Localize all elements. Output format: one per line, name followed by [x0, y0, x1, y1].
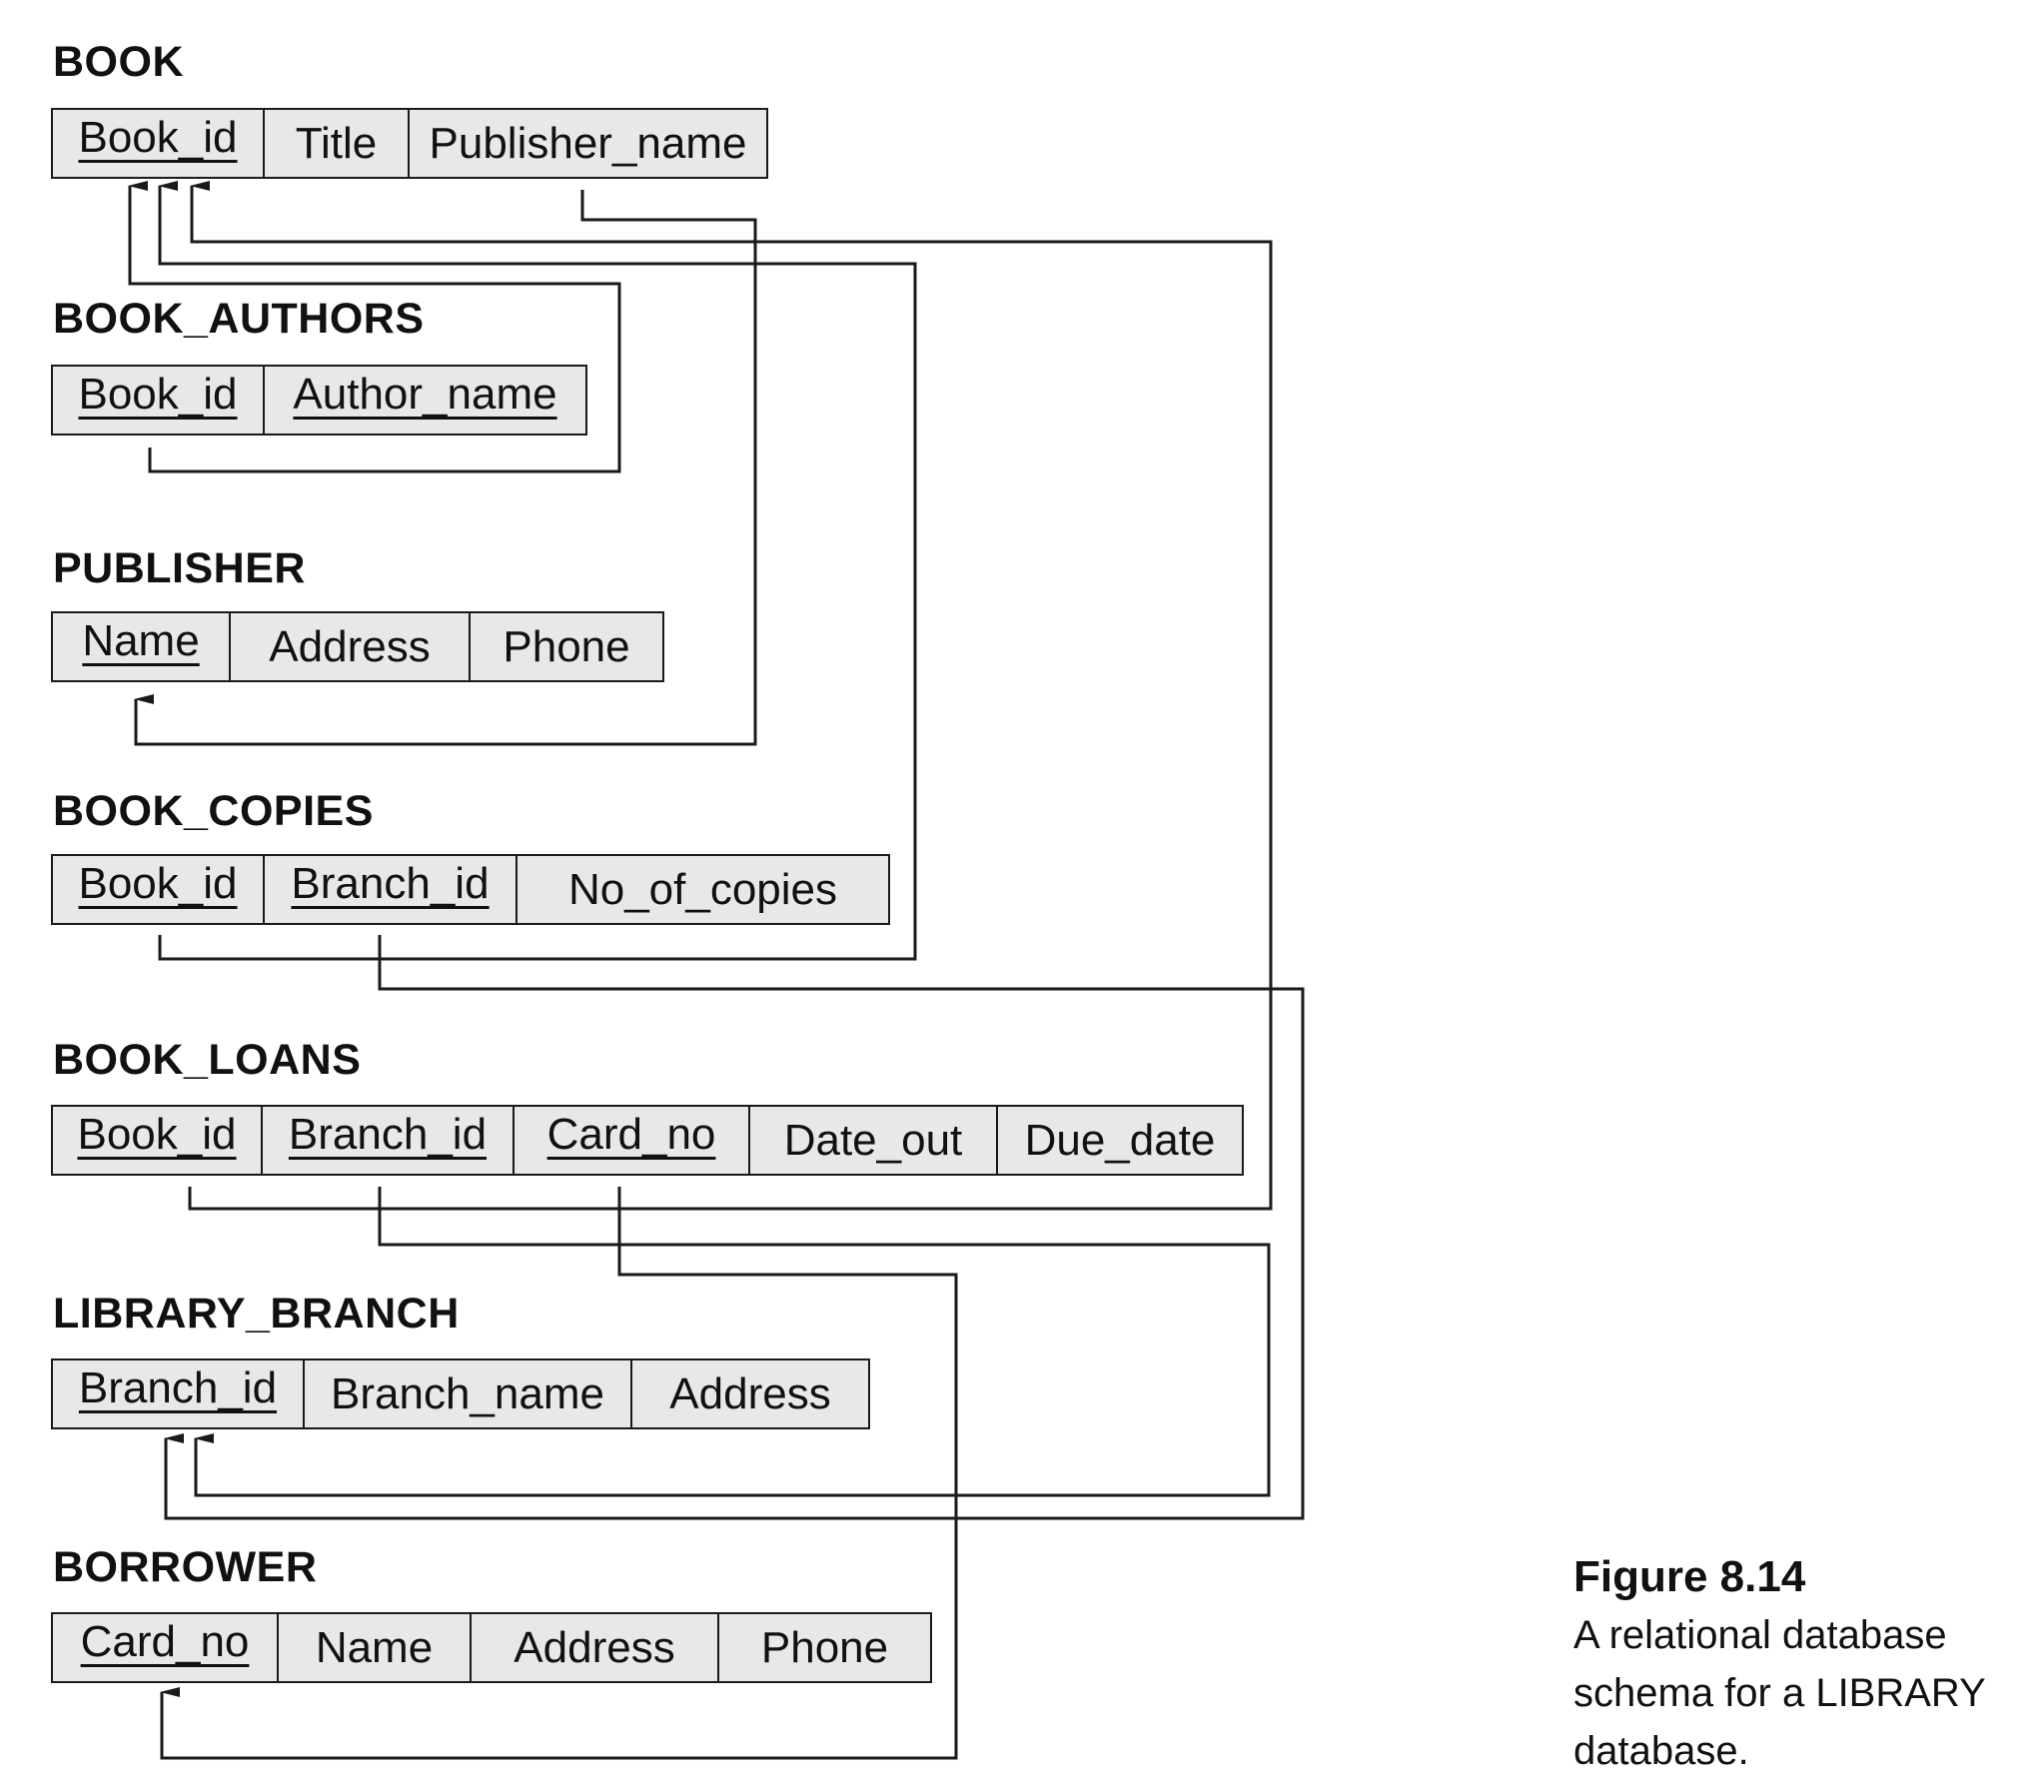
attribute-publisher-name: Name	[82, 616, 200, 665]
fk-book-loans-book-id-to-book	[188, 181, 1273, 1211]
relation-name-book: BOOK	[53, 38, 184, 86]
relation-name-borrower: BORROWER	[53, 1543, 318, 1591]
attribute-book-authors-author-name: Author_name	[263, 367, 585, 434]
relation-name-publisher: PUBLISHER	[53, 544, 306, 592]
fk-book-authors-book-id-to-book	[128, 181, 621, 473]
attribute-borrower-name: Name	[277, 1614, 470, 1681]
attribute-borrower-phone: Phone	[717, 1614, 930, 1681]
figure-label: Figure 8.14	[1573, 1552, 1806, 1601]
relation-book-copies: Book_id Branch_id No_of_copies	[51, 854, 890, 925]
attribute-library-branch-address: Address	[630, 1360, 868, 1427]
relation-name-book-copies: BOOK_COPIES	[53, 787, 374, 835]
relation-book-loans: Book_id Branch_id Card_no Date_out Due_d…	[51, 1105, 1244, 1176]
fk-book-loans-card-no-to-borrower	[160, 1187, 958, 1760]
figure-caption-text: A relational database schema for a LIBRA…	[1573, 1613, 1986, 1773]
relation-library-branch: Branch_id Branch_name Address	[51, 1358, 870, 1429]
attribute-book-loans-book-id: Book_id	[77, 1110, 237, 1159]
attribute-borrower-card-no: Card_no	[80, 1617, 250, 1666]
fk-book-publisher-name-to-publisher	[134, 190, 757, 746]
attribute-book-book-id: Book_id	[78, 113, 238, 162]
attribute-borrower-address: Address	[470, 1614, 717, 1681]
attribute-publisher-address: Address	[229, 613, 469, 680]
attribute-book-loans-date-out: Date_out	[748, 1107, 996, 1174]
relation-publisher: Name Address Phone	[51, 611, 664, 682]
attribute-book-authors-book-id: Book_id	[78, 370, 238, 419]
attribute-book-loans-branch-id: Branch_id	[261, 1107, 512, 1174]
attribute-book-copies-no-of-copies: No_of_copies	[515, 856, 888, 923]
attribute-book-loans-card-no: Card_no	[512, 1107, 748, 1174]
fk-book-copies-branch-id-to-library-branch	[164, 935, 1305, 1520]
relation-name-library-branch: LIBRARY_BRANCH	[53, 1290, 460, 1338]
relation-name-book-loans: BOOK_LOANS	[53, 1036, 362, 1084]
relation-book-authors: Book_id Author_name	[51, 365, 587, 436]
attribute-book-copies-book-id: Book_id	[78, 859, 238, 908]
attribute-publisher-phone: Phone	[469, 613, 662, 680]
attribute-book-loans-due-date: Due_date	[996, 1107, 1242, 1174]
fk-book-loans-branch-id-to-library-branch	[194, 1187, 1271, 1497]
attribute-library-branch-branch-name: Branch_name	[303, 1360, 630, 1427]
attribute-book-copies-branch-id: Branch_id	[263, 856, 515, 923]
relation-borrower: Card_no Name Address Phone	[51, 1612, 932, 1683]
attribute-book-publisher-name: Publisher_name	[408, 110, 766, 177]
fk-book-copies-book-id-to-book	[158, 181, 917, 961]
attribute-book-title: Title	[263, 110, 408, 177]
figure-caption: Figure 8.14 A relational database schema…	[1573, 1548, 2033, 1780]
relation-name-book-authors: BOOK_AUTHORS	[53, 295, 425, 343]
attribute-library-branch-branch-id: Branch_id	[78, 1363, 278, 1412]
relation-book: Book_id Title Publisher_name	[51, 108, 768, 179]
